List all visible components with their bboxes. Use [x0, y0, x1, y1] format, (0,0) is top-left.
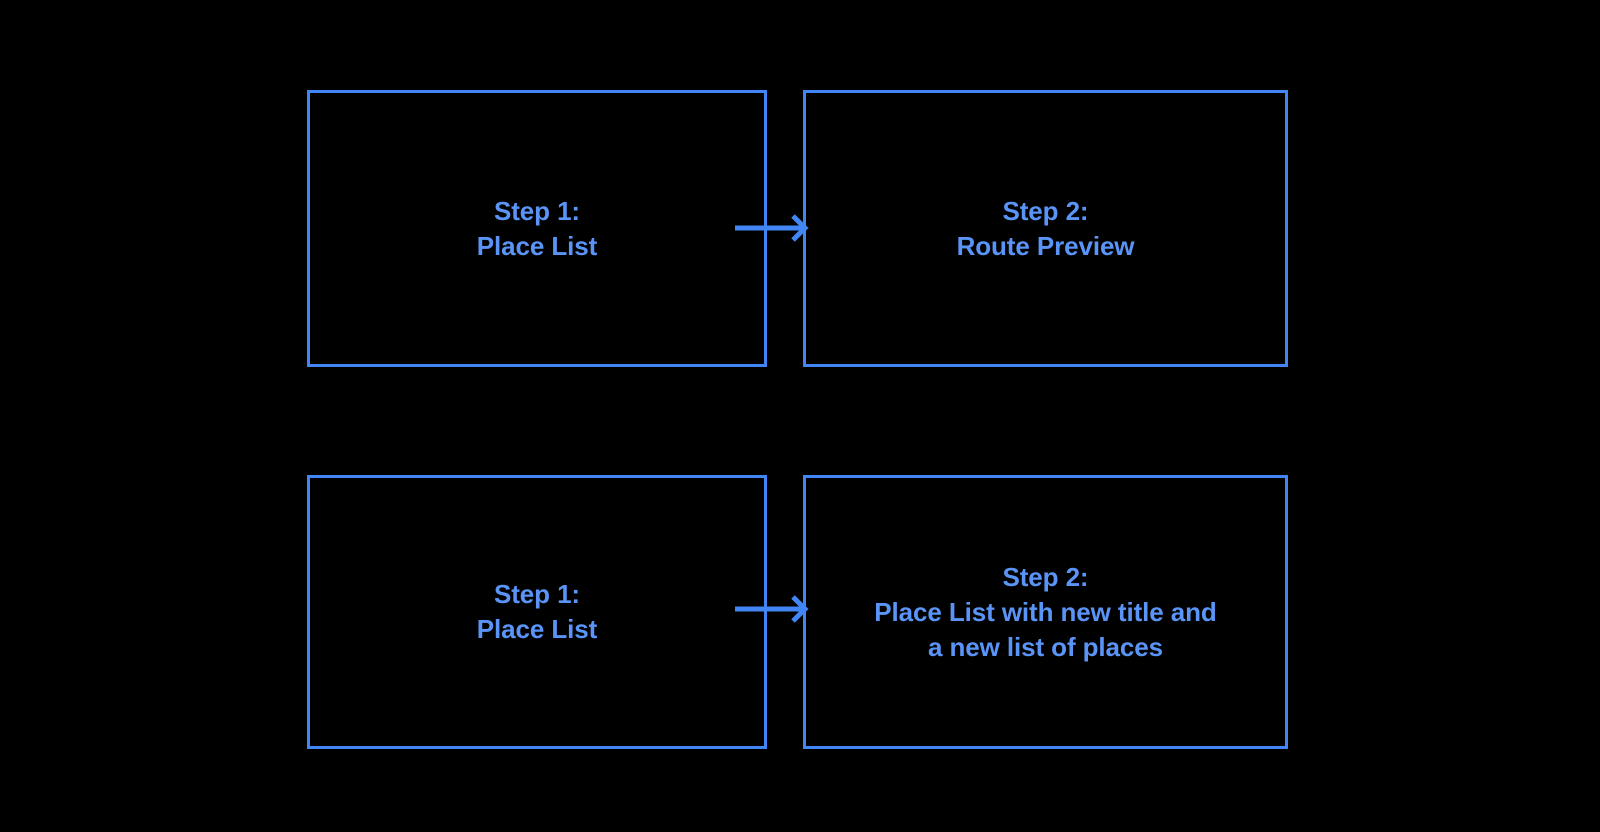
step-box-row0-step2[interactable]: Step 2: Route Preview: [803, 90, 1288, 367]
flow-row-place-list-update: Step 1: Place List Step 2: Place List wi…: [0, 475, 1600, 749]
step-box-row0-step1[interactable]: Step 1: Place List: [307, 90, 767, 367]
step-box-label: Step 2: Route Preview: [956, 195, 1135, 261]
step-box-row1-step1[interactable]: Step 1: Place List: [307, 475, 767, 749]
step-box-label: Step 2: Place List with new title and a …: [874, 561, 1217, 662]
step-box-row1-step2[interactable]: Step 2: Place List with new title and a …: [803, 475, 1288, 749]
step-box-label: Step 1: Place List: [476, 195, 598, 261]
step-box-label: Step 1: Place List: [476, 579, 598, 644]
flow-row-route-preview: Step 1: Place List Step 2: Route Preview: [0, 90, 1600, 367]
